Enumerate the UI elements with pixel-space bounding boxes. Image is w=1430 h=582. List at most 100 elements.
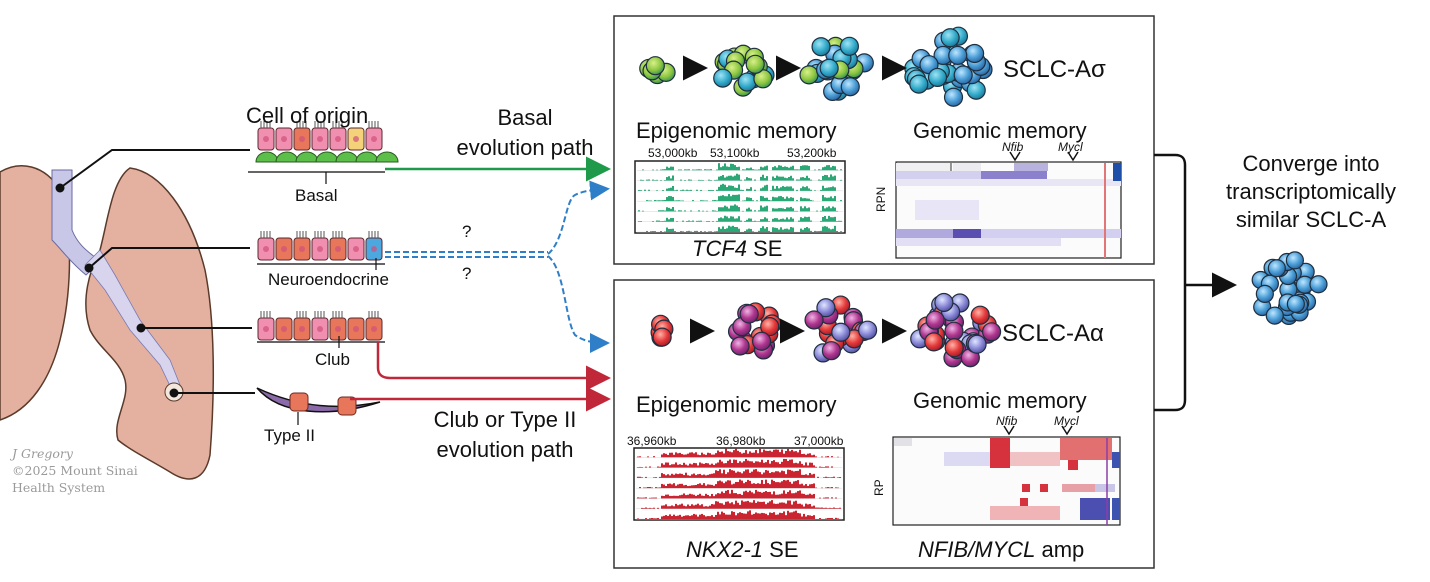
tumor-cell <box>816 298 836 318</box>
signal-bar <box>778 229 780 232</box>
signal-bar <box>639 497 641 499</box>
signal-bar <box>701 513 703 519</box>
signal-bar <box>739 472 741 478</box>
signal-bar <box>691 494 693 499</box>
signal-bar <box>695 514 697 519</box>
signal-bar <box>771 472 773 478</box>
signal-bar <box>754 220 756 222</box>
signal-bar <box>780 196 782 202</box>
signal-bar <box>795 492 797 499</box>
signal-bar <box>775 471 777 478</box>
signal-bar <box>814 190 816 191</box>
signal-bar <box>684 169 686 171</box>
signal-bar <box>711 473 713 478</box>
signal-bar <box>822 217 824 222</box>
signal-bar <box>805 494 807 499</box>
signal-bar <box>782 218 784 222</box>
signal-bar <box>736 173 738 181</box>
signal-bar <box>720 176 722 181</box>
signal-bar <box>833 507 835 509</box>
top-tick-2: 53,200kb <box>787 146 837 160</box>
signal-bar <box>696 220 698 222</box>
signal-bar <box>661 454 663 458</box>
signal-bar <box>840 169 842 171</box>
signal-bar <box>741 462 743 468</box>
signal-bar <box>774 218 776 222</box>
tumor-cell <box>739 304 759 324</box>
signal-bar <box>788 207 790 212</box>
signal-bar <box>651 517 653 519</box>
signal-bar <box>713 454 715 458</box>
signal-bar <box>825 487 827 489</box>
basal-epithelium <box>248 121 399 184</box>
signal-bar <box>730 216 732 222</box>
signal-bar <box>777 482 779 489</box>
signal-bar <box>698 169 700 171</box>
signal-bar <box>718 163 720 171</box>
signal-bar <box>766 227 768 232</box>
signal-bar <box>802 165 804 171</box>
signal-bar <box>659 476 661 478</box>
cell-cluster <box>1251 251 1328 326</box>
signal-bar <box>687 504 689 509</box>
signal-bar <box>752 200 754 202</box>
signal-bar <box>747 500 749 509</box>
signal-bar <box>750 197 752 202</box>
signal-bar <box>640 190 642 191</box>
tumor-cell <box>1255 284 1274 304</box>
signal-bar <box>693 473 695 478</box>
signal-bar <box>732 216 734 222</box>
signal-bar <box>701 475 703 478</box>
signal-bar <box>692 220 694 222</box>
signal-bar <box>744 220 746 222</box>
signal-bar <box>677 453 679 458</box>
signal-bar <box>798 220 800 222</box>
signal-bar <box>786 207 788 212</box>
tumor-cell <box>943 87 964 107</box>
signal-bar <box>738 194 740 202</box>
signal-bar <box>741 473 743 478</box>
signal-bar <box>765 470 767 478</box>
signal-bar <box>756 221 758 222</box>
tumor-cell <box>925 310 945 330</box>
signal-bar <box>711 484 713 489</box>
signal-bar <box>797 470 799 478</box>
signal-bar <box>666 197 668 202</box>
signal-bar <box>764 217 766 222</box>
signal-bar <box>763 513 765 519</box>
signal-bar <box>805 474 807 478</box>
signal-bar <box>808 178 810 181</box>
signal-bar <box>784 177 786 181</box>
signal-bar <box>800 165 802 171</box>
signal-bar <box>791 512 793 519</box>
signal-bar <box>727 451 729 458</box>
signal-bar <box>769 450 771 458</box>
tumor-cell <box>751 331 772 351</box>
signal-bar <box>697 516 699 519</box>
signal-bar <box>740 189 742 191</box>
signal-bar <box>661 516 663 519</box>
signal-bar <box>707 474 709 478</box>
signal-bar <box>832 176 834 181</box>
signal-bar <box>827 466 829 468</box>
signal-bar <box>745 490 747 499</box>
signal-bar <box>745 513 747 519</box>
signal-bar <box>679 504 681 509</box>
signal-bar <box>680 231 682 232</box>
signal-bar <box>799 503 801 509</box>
signal-bar <box>776 185 778 191</box>
signal-bar <box>757 501 759 509</box>
signal-bar <box>831 508 833 509</box>
basal-cell <box>255 151 279 163</box>
signal-bar <box>776 218 778 222</box>
signal-bar <box>775 494 777 499</box>
signal-bar <box>652 221 654 222</box>
signal-bar <box>693 505 695 509</box>
signal-bar <box>671 495 673 499</box>
signal-bar <box>750 209 752 212</box>
bottom-genomic-ylabel: RP <box>872 479 886 496</box>
signal-bar <box>668 188 670 191</box>
signal-bar <box>721 491 723 499</box>
signal-bar <box>717 501 719 509</box>
signal-bar <box>725 474 727 478</box>
